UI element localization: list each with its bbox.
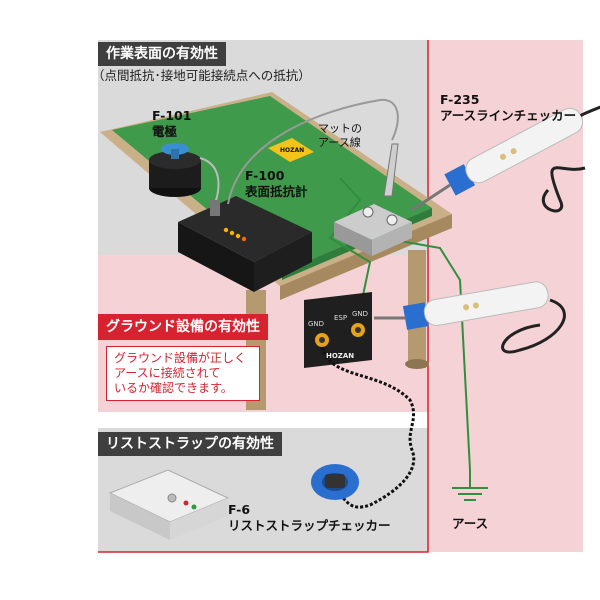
- electrode-knob-stem: [171, 149, 179, 159]
- ground-note-line-1: グラウンド設備が正しく: [114, 351, 247, 365]
- upper-checker-cable: [541, 166, 586, 213]
- meter-body-side: [178, 222, 254, 292]
- mat-wire-label-line-1: マットの: [318, 122, 362, 135]
- wrist-band-snap: [325, 474, 345, 488]
- work-surface-subtitle: （点間抵抗･接地可能接続点への抵抗）: [92, 68, 311, 83]
- upper-checker-probe: [411, 183, 451, 212]
- work-surface-title: 作業表面の有効性: [98, 42, 226, 66]
- checker-base-right: [372, 222, 412, 256]
- coiled-cord: [320, 346, 416, 509]
- meter-plug: [210, 200, 220, 216]
- wrist-checker-button: [167, 493, 177, 503]
- ground-note-line-2: アースに接続されて: [114, 366, 221, 380]
- f100-model-label: F-100: [245, 168, 285, 183]
- panel-label-gnd-left: GND: [308, 320, 325, 328]
- ground-equipment-note: グラウンド設備が正しく アースに接続されて いるか確認できます。: [106, 346, 260, 401]
- electrode-top: [149, 151, 201, 169]
- ground-equipment-title: グラウンド設備の有効性: [98, 314, 268, 340]
- f101-name-label: 電極: [152, 124, 178, 139]
- mat-earth-wire: [328, 177, 372, 301]
- f101-model-label: F-101: [152, 108, 192, 123]
- f6-model-label: F-6: [228, 502, 251, 517]
- mat-tag-brand: HOZAN: [280, 147, 305, 154]
- checker-base: [334, 204, 412, 240]
- f235-model-label: F-235: [440, 92, 480, 107]
- wrist-checker-led-red: [183, 500, 189, 506]
- wrist-checker-led-green: [191, 504, 197, 510]
- earth-line-checker-upper: [444, 71, 600, 196]
- panel-jack-left-center: [319, 337, 325, 343]
- f235-name-label: アースラインチェッカー: [440, 108, 577, 123]
- wrist-checker-box-side: [170, 498, 228, 540]
- panel-jack-right-center: [355, 327, 361, 333]
- f6-name-label: リストストラップチェッカー: [228, 518, 391, 533]
- panel-brand-label: HOZAN: [326, 352, 355, 360]
- meter-leds: [223, 227, 247, 242]
- panel-label-esp: ESP: [334, 314, 348, 322]
- checker-terminal-2: [386, 214, 398, 226]
- meter-body-front: [254, 232, 312, 292]
- f100-name-label: 表面抵抗計: [245, 184, 308, 199]
- checker-base-front: [334, 222, 372, 256]
- table-foot-right: [405, 359, 429, 369]
- ground-note-line-3: いるか確認できます。: [114, 381, 233, 395]
- checker-terminal-1: [362, 206, 374, 218]
- earth-wire-to-ground: [371, 235, 471, 471]
- lower-checker-cable: [501, 298, 566, 354]
- earth-line-checker-lower: [402, 281, 549, 330]
- earth-symbol: [452, 470, 488, 501]
- earth-label: アース: [452, 516, 489, 531]
- mat-wire-label-line-2: アース線: [318, 136, 361, 149]
- meter-cable: [227, 98, 399, 205]
- wrist-strap-title: リストストラップの有効性: [98, 432, 282, 456]
- mat-tag: [268, 138, 314, 162]
- wrist-checker-box-front: [110, 493, 170, 540]
- panel-label-gnd-right: GND: [352, 310, 369, 318]
- alligator-clip: [383, 143, 399, 197]
